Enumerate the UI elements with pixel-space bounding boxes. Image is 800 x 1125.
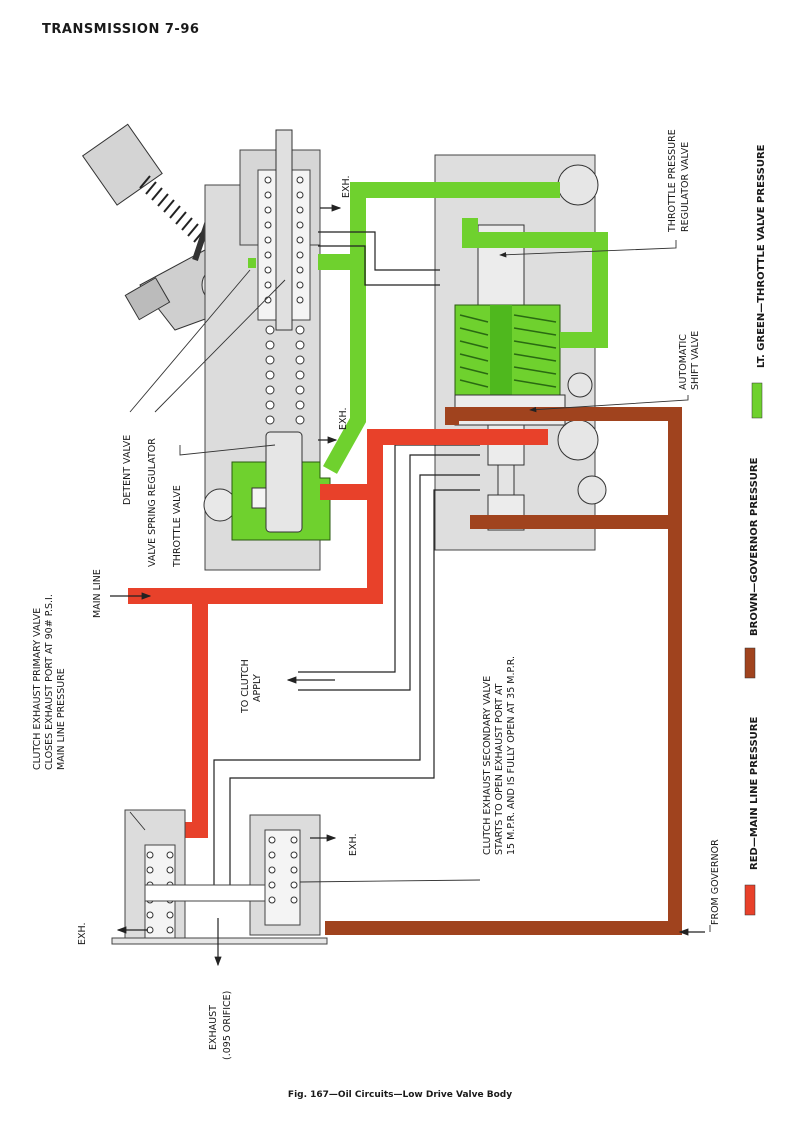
regulator-spring-icon — [265, 325, 305, 425]
label-valve-spring-regulator: VALVE SPRING REGULATOR — [147, 438, 158, 567]
body-bolt — [567, 372, 593, 398]
legend-label-brown: BROWN—GOVERNOR PRESSURE — [749, 457, 760, 636]
label-exh-lower-left: EXH. — [77, 922, 88, 945]
body-bolt — [203, 488, 237, 522]
base-plate — [111, 937, 328, 945]
label-to-clutch-line2: APPLY — [252, 674, 263, 702]
legend-swatch-red — [744, 884, 756, 916]
right-valve-body — [434, 154, 607, 551]
label-from-governor: FROM GOVERNOR — [710, 839, 721, 925]
throttle-valve-spool — [265, 431, 303, 533]
adjusting-spring-icon — [139, 175, 205, 243]
detent-spring-icon — [264, 176, 304, 304]
label-primary-line2: CLOSES EXHAUST PORT AT 90# P.S.I. — [44, 594, 55, 770]
label-detent-valve: DETENT VALVE — [122, 435, 133, 505]
governor-circuit — [325, 407, 682, 935]
linkage-block — [81, 123, 163, 206]
leader-lines — [129, 240, 711, 932]
body-bolt — [577, 475, 607, 505]
label-secondary-line3: 15 M.P.R. AND IS FULLY OPEN AT 35 M.P.R. — [506, 656, 517, 855]
legend-label-green: LT. GREEN—THROTTLE VALVE PRESSURE — [756, 144, 767, 368]
legend-swatch-green — [751, 382, 763, 419]
figure-caption: Fig. 167—Oil Circuits—Low Drive Valve Bo… — [287, 1090, 513, 1100]
label-exhaust-line1: EXHAUST — [208, 1005, 219, 1050]
shift-spring-icon — [459, 314, 557, 388]
label-to-clutch-line1: TO CLUTCH — [240, 659, 251, 714]
body-bolt — [557, 164, 599, 206]
label-primary-line1: CLUTCH EXHAUST PRIMARY VALVE — [32, 608, 43, 770]
label-auto-shift-line1: AUTOMATIC — [678, 334, 689, 390]
legend: RED—MAIN LINE PRESSURE BROWN—GOVERNOR PR… — [744, 144, 767, 916]
page-header: TRANSMISSION 7-96 — [42, 22, 200, 37]
label-throttle-regulator-line2: REGULATOR VALVE — [680, 142, 691, 232]
label-secondary-line1: CLUTCH EXHAUST SECONDARY VALVE — [482, 676, 493, 855]
detent-valve-port — [248, 258, 256, 268]
body-bolt — [557, 419, 599, 461]
clutch-exhaust-valves — [111, 809, 337, 967]
detent-plunger — [275, 129, 293, 331]
label-secondary-line2: STARTS TO OPEN EXHAUST PORT AT — [494, 683, 505, 855]
lever-nut — [124, 277, 171, 321]
label-auto-shift-line2: SHIFT VALVE — [690, 331, 701, 390]
secondary-valve-spring-icon — [268, 836, 298, 904]
legend-swatch-brown — [744, 647, 756, 679]
label-throttle-regulator-line1: THROTTLE PRESSURE — [667, 129, 678, 233]
label-primary-line3: MAIN LINE PRESSURE — [56, 668, 67, 770]
label-throttle-valve: THROTTLE VALVE — [172, 485, 183, 568]
label-exh-mid: EXH. — [338, 407, 349, 430]
throttle-pressure-circuit — [318, 182, 608, 474]
label-exh-top: EXH. — [341, 175, 352, 198]
left-valve-body — [203, 129, 331, 571]
legend-label-red: RED—MAIN LINE PRESSURE — [749, 716, 760, 870]
label-main-line: MAIN LINE — [92, 569, 103, 618]
label-exhaust-line2: (.095 ORIFICE) — [222, 991, 233, 1060]
label-exh-lower-right: EXH. — [348, 833, 359, 856]
